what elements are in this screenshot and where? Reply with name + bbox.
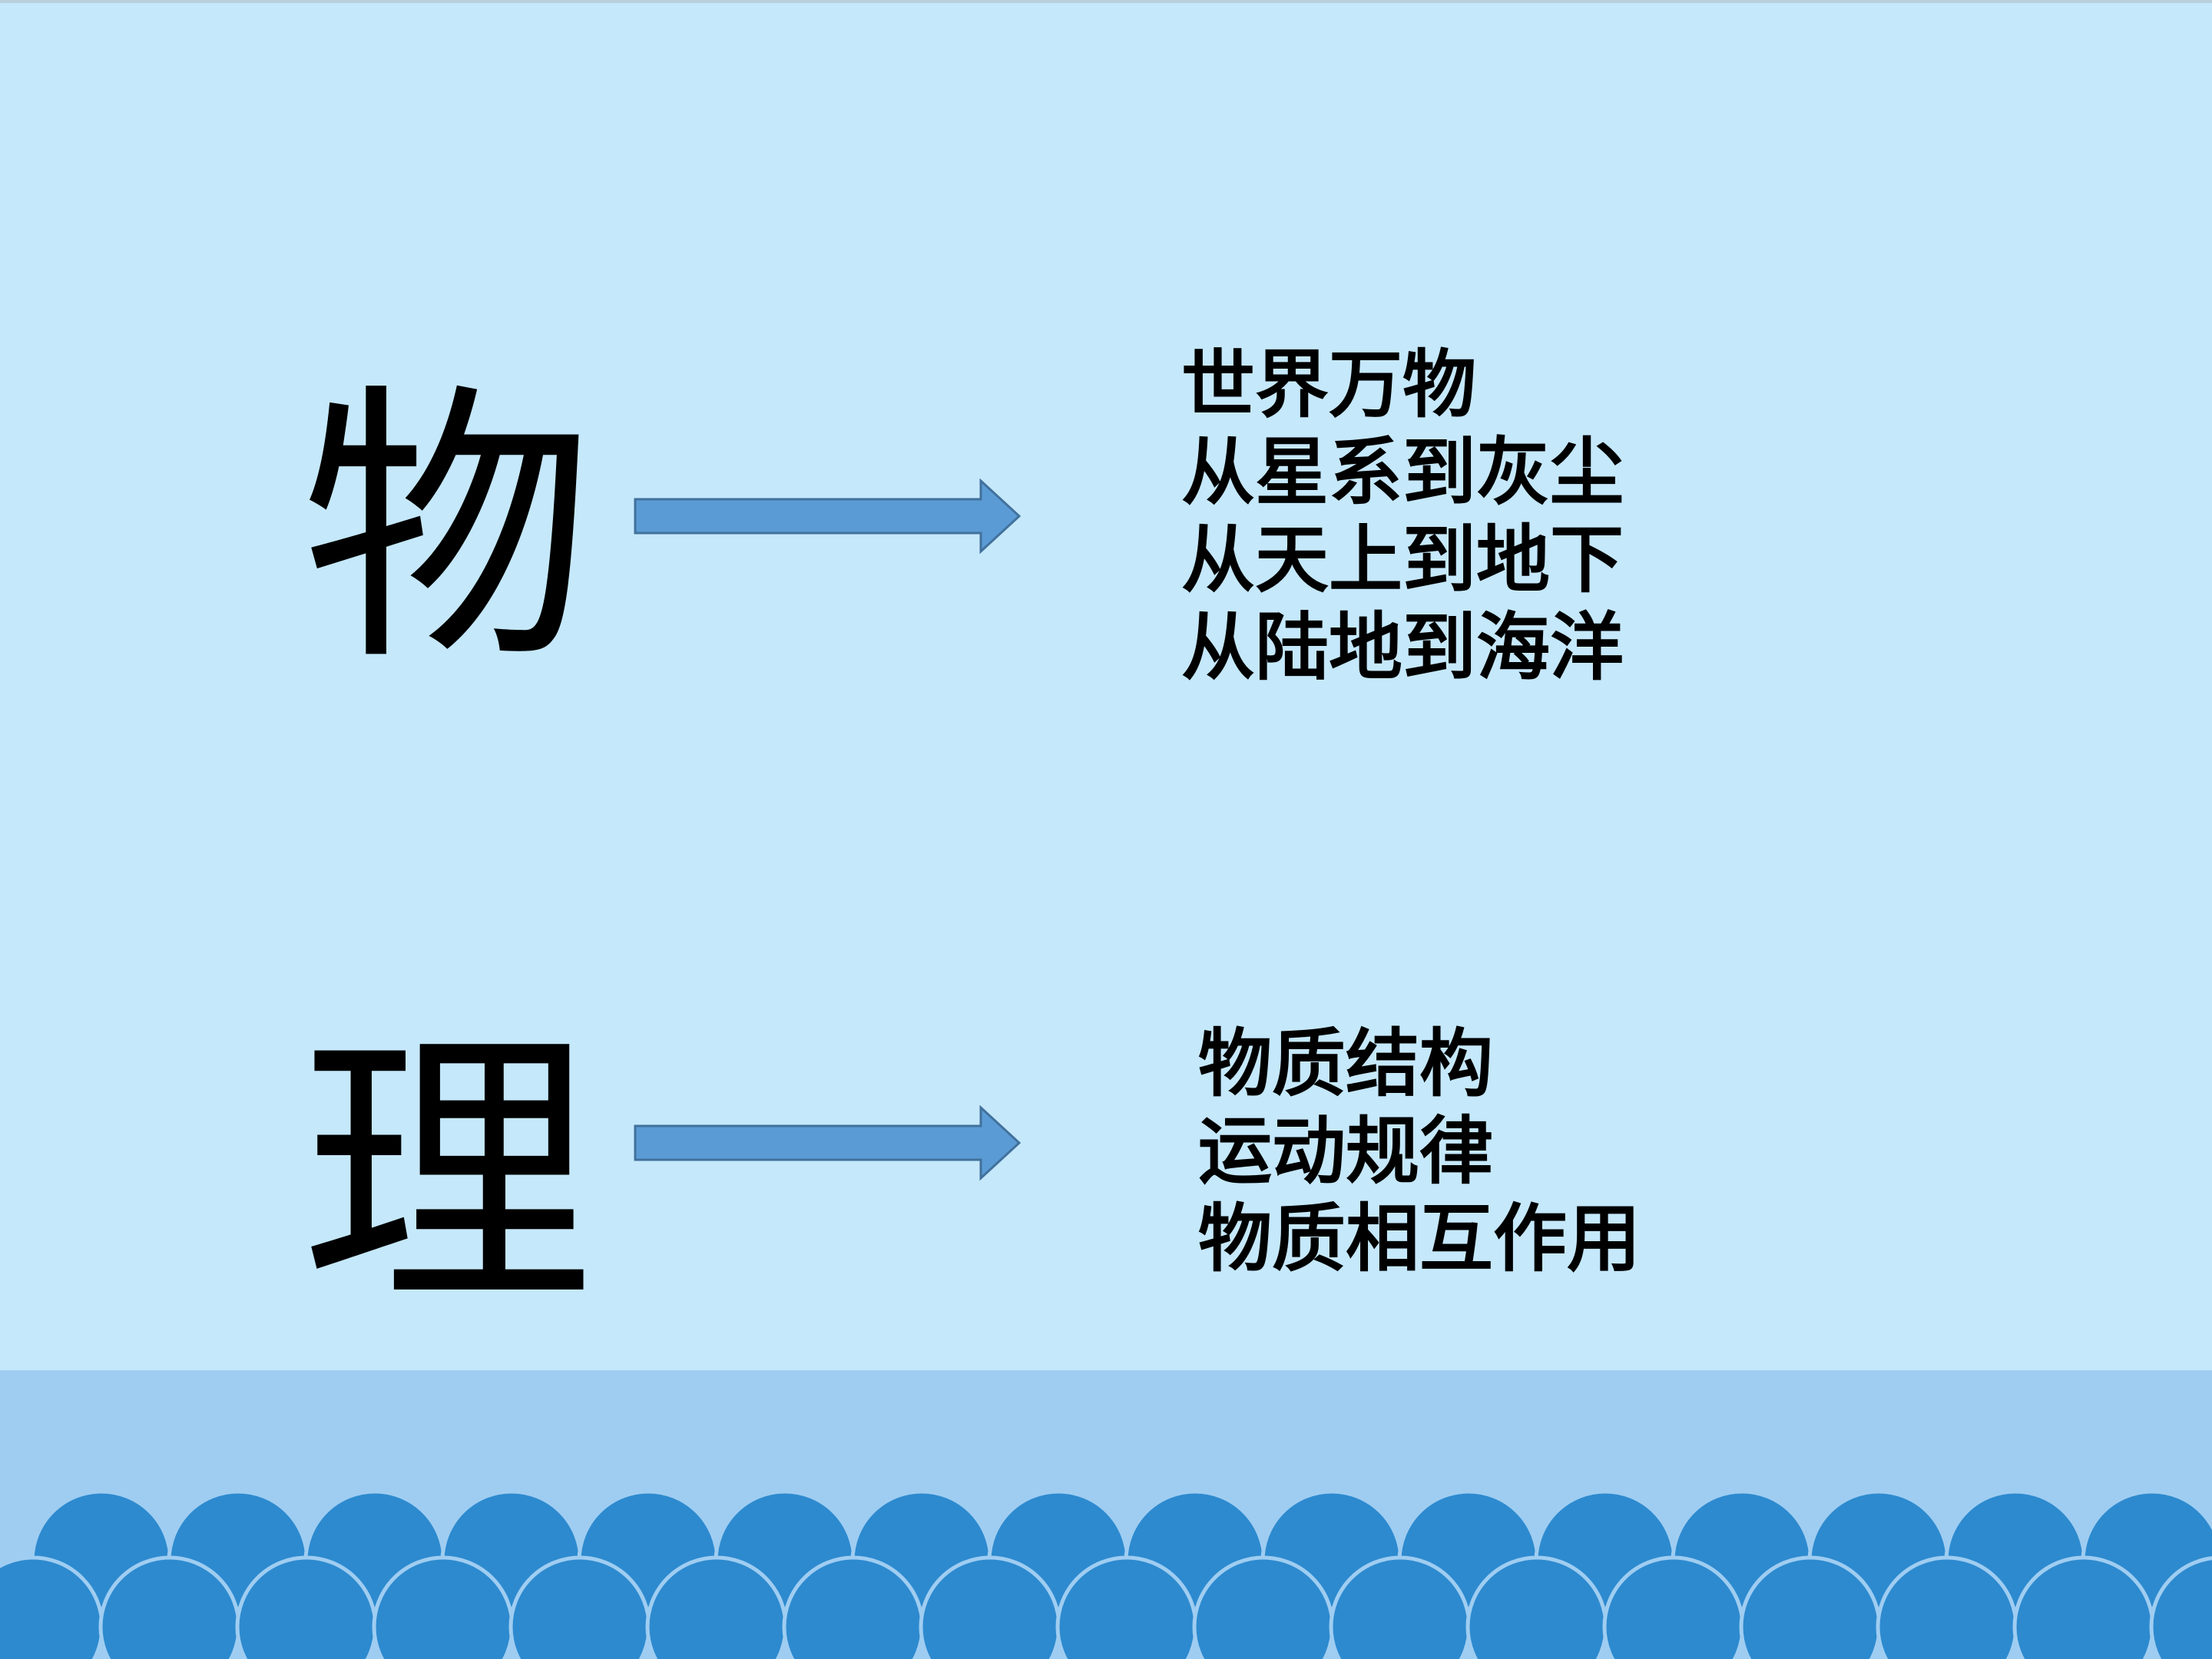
slide-top-border (0, 0, 2212, 3)
right-arrow-icon (634, 1104, 1022, 1181)
wu-line: 从天上到地下 (1181, 517, 1624, 603)
wave-scallop (2149, 1556, 2212, 1659)
right-arrow-icon (634, 478, 1022, 555)
character-li: 理 (301, 1005, 593, 1345)
li-line: 物质结构 (1198, 1021, 1493, 1107)
li-description: 物质结构 运动规律 物质相互作用 (1198, 1020, 1641, 1283)
wave-pattern (0, 1490, 2212, 1659)
character-wu: 物 (301, 359, 593, 700)
wu-line: 从陆地到海洋 (1181, 604, 1624, 690)
li-line: 物质相互作用 (1198, 1196, 1641, 1282)
wu-line: 从星系到灰尘 (1181, 429, 1624, 515)
wu-description: 世界万物 从星系到灰尘 从天上到地下 从陆地到海洋 (1181, 341, 1624, 691)
li-line: 运动规律 (1198, 1108, 1493, 1194)
wu-line: 世界万物 (1181, 342, 1476, 428)
